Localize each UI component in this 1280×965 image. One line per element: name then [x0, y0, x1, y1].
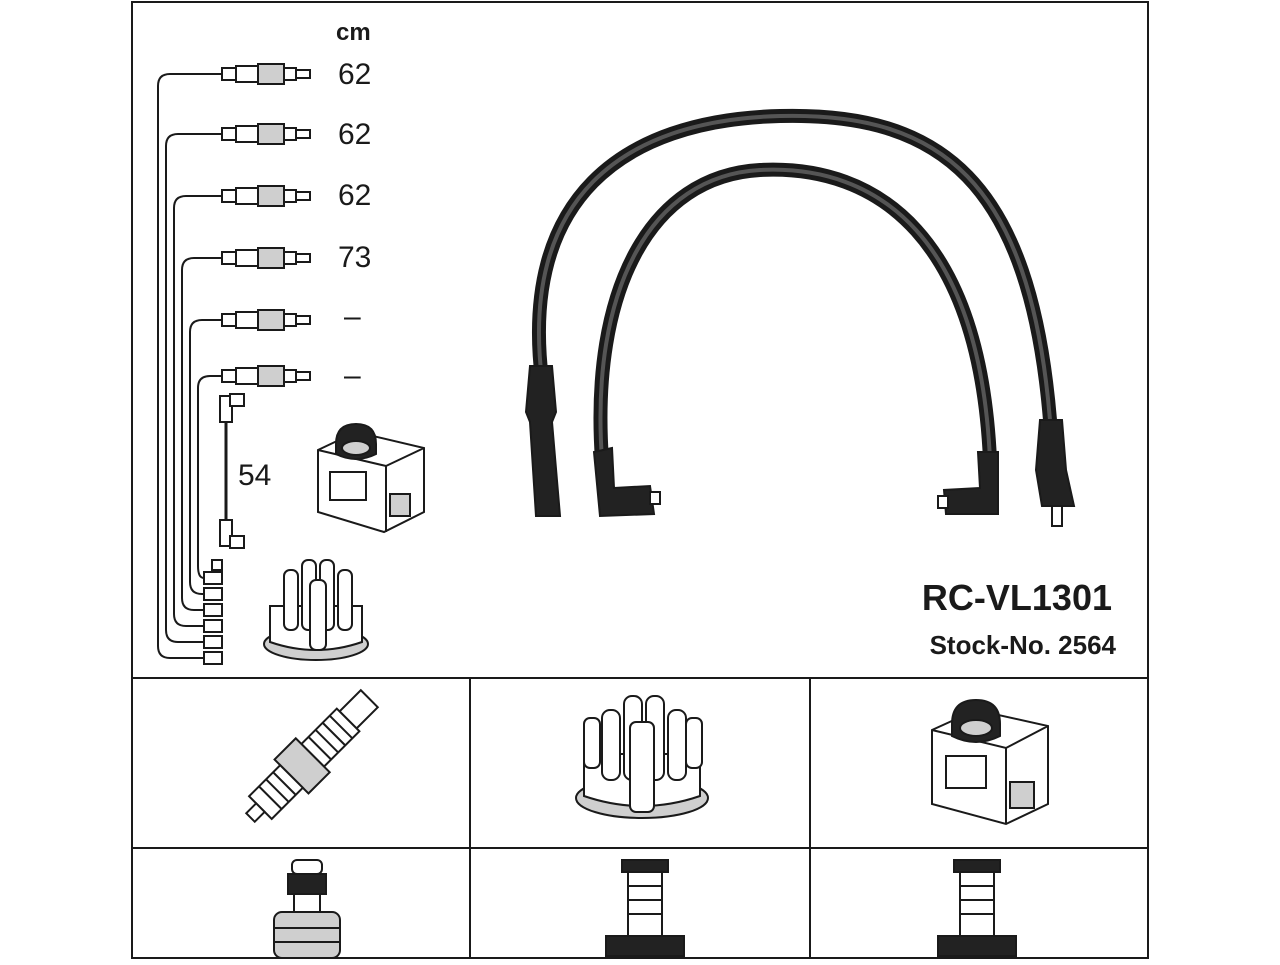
plug-terminal-icon [273, 859, 341, 959]
lead-1-length: 62 [338, 58, 371, 91]
coil-lead-schematic [219, 393, 245, 549]
ignition-coil-icon [317, 422, 425, 534]
lead-4-length: 73 [338, 241, 371, 274]
lead-schematic [157, 73, 223, 665]
lead-6-length: – [344, 359, 361, 392]
product-model: RC-VL1301 [922, 577, 1112, 618]
lead-3-length: 62 [338, 179, 371, 212]
unit-label: cm [336, 19, 371, 46]
stock-number: Stock-No. 2564 [930, 630, 1117, 660]
coil-lead-length: 54 [238, 459, 271, 492]
distributor-cap-large-icon [575, 695, 709, 819]
spark-plug-icon [244, 688, 380, 824]
lead-connectors [221, 63, 311, 387]
lead-2-length: 62 [338, 118, 371, 151]
distributor-cap-icon [263, 559, 369, 661]
ignition-coil-large-icon [931, 698, 1049, 826]
lead-5-length: – [344, 300, 361, 333]
coil-terminal-icon [937, 859, 1017, 957]
outer-frame [131, 1, 1149, 959]
ignition-cables-illustration [524, 108, 1076, 527]
cap-terminal-icon [605, 859, 685, 957]
